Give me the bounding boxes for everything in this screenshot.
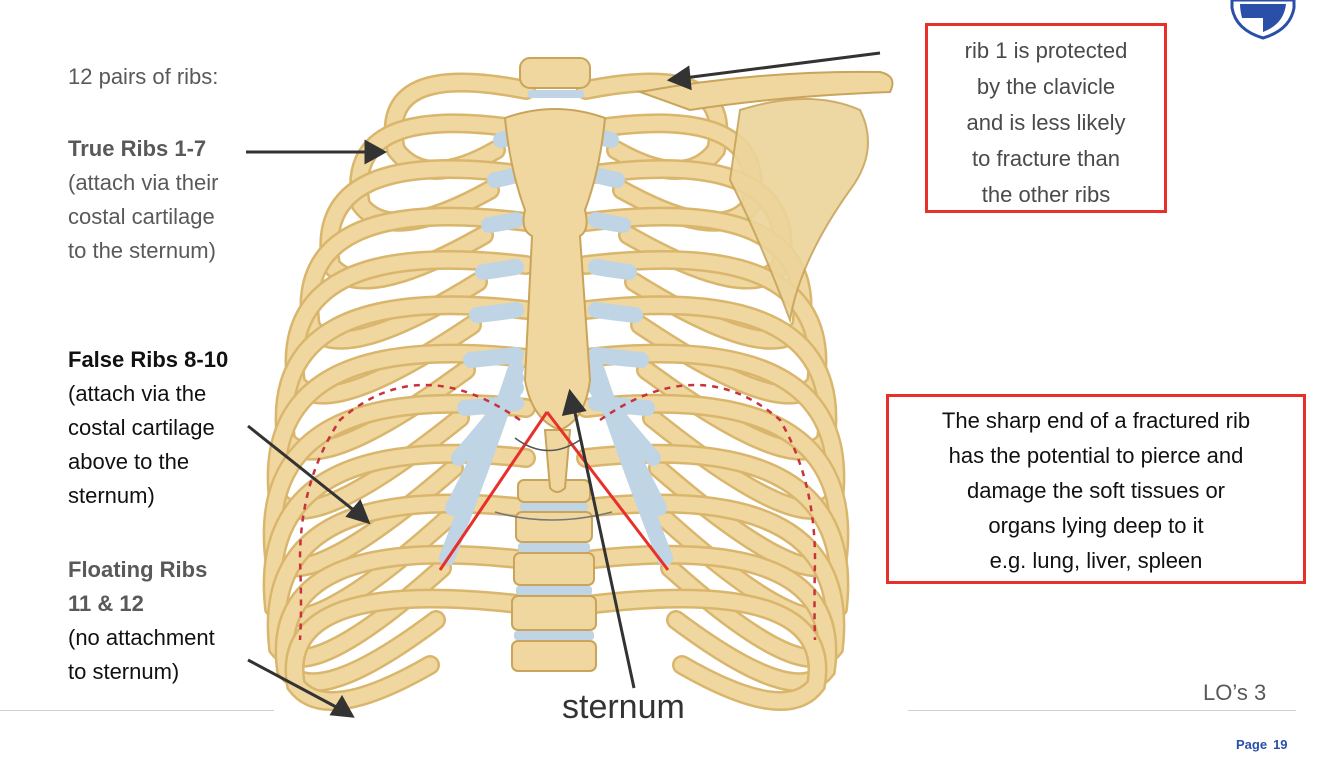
- learning-objectives-label: LO’s 3: [1203, 680, 1266, 706]
- costal-cartilage: [477, 310, 516, 315]
- page-number: 19: [1273, 737, 1287, 752]
- false-ribs-line: above to the: [68, 445, 228, 479]
- fracture-callout-box: The sharp end of a fractured rib has the…: [886, 394, 1306, 584]
- costal-cartilage: [471, 355, 516, 360]
- callout-line: by the clavicle: [928, 69, 1164, 105]
- floating-ribs-title: 11 & 12: [68, 587, 215, 621]
- rib-pairs-label: 12 pairs of ribs:: [68, 60, 218, 94]
- callout-line: the other ribs: [928, 177, 1164, 213]
- footer-divider-left: [0, 710, 274, 711]
- floating-ribs-description: Floating Ribs 11 & 12 (no attachment to …: [68, 553, 215, 689]
- callout-line: The sharp end of a fractured rib: [889, 403, 1303, 438]
- costal-cartilage: [596, 310, 635, 315]
- callout-line: e.g. lung, liver, spleen: [889, 543, 1303, 578]
- false-ribs-line: costal cartilage: [68, 411, 228, 445]
- floating-ribs-line: to sternum): [68, 655, 215, 689]
- page-label-text: Page: [1236, 737, 1267, 752]
- clavicle-callout-box: rib 1 is protected by the clavicle and i…: [925, 23, 1167, 213]
- costal-cartilage: [495, 175, 516, 180]
- costal-cartilage: [489, 220, 516, 225]
- costal-cartilage: [596, 175, 617, 180]
- callout-line: to fracture than: [928, 141, 1164, 177]
- true-ribs-description: True Ribs 1-7 (attach via their costal c…: [68, 132, 218, 268]
- true-ribs-line: (attach via their: [68, 166, 218, 200]
- false-ribs-title: False Ribs 8-10: [68, 343, 228, 377]
- costal-cartilage: [596, 267, 629, 272]
- false-ribs-line: (attach via the: [68, 377, 228, 411]
- costal-cartilage: [596, 355, 641, 360]
- shield-icon: [1228, 0, 1298, 40]
- true-ribs-line: to the sternum): [68, 234, 218, 268]
- callout-line: damage the soft tissues or: [889, 473, 1303, 508]
- callout-line: and is less likely: [928, 105, 1164, 141]
- costal-cartilage: [483, 267, 516, 272]
- floating-ribs-title: Floating Ribs: [68, 553, 215, 587]
- callout-line: has the potential to pierce and: [889, 438, 1303, 473]
- sternum-label: sternum: [562, 688, 685, 727]
- floating-ribs-line: (no attachment: [68, 621, 215, 655]
- true-ribs-line: costal cartilage: [68, 200, 218, 234]
- callout-line: rib 1 is protected: [928, 33, 1164, 69]
- callout-line: organs lying deep to it: [889, 508, 1303, 543]
- true-ribs-title: True Ribs 1-7: [68, 132, 218, 166]
- footer-divider-right: [908, 710, 1296, 711]
- false-ribs-line: sternum): [68, 479, 228, 513]
- page-indicator: Page 19: [1236, 737, 1288, 752]
- costal-cartilage: [596, 220, 623, 225]
- false-ribs-description: False Ribs 8-10 (attach via the costal c…: [68, 343, 228, 513]
